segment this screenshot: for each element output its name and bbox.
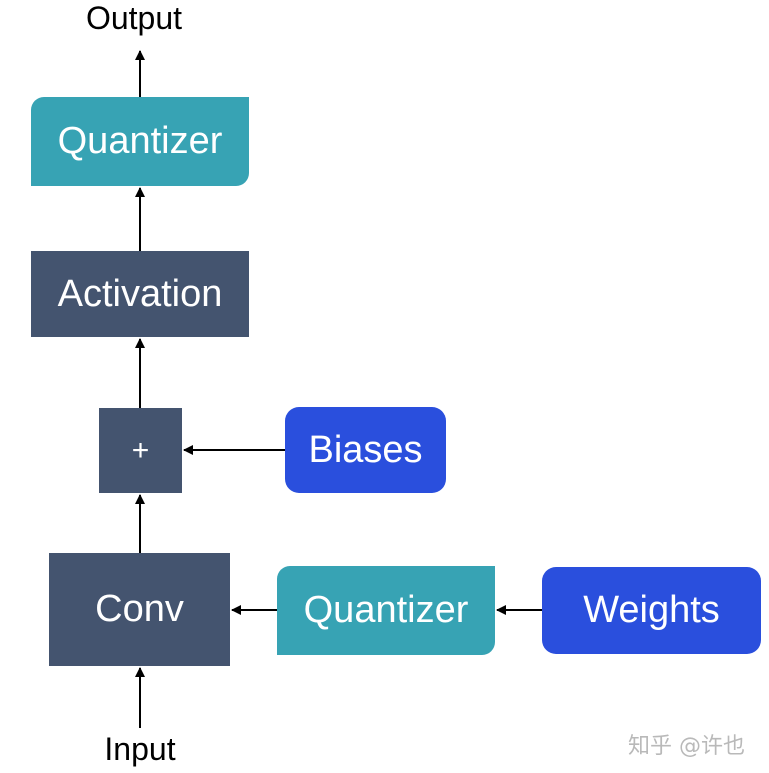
watermark-text: 知乎 @许也 (628, 734, 745, 759)
input-label: Input (104, 731, 176, 767)
weights-quantizer-node: Quantizer (277, 566, 495, 655)
weights-node: Weights (542, 567, 761, 654)
output-label: Output (85, 0, 183, 36)
quantizer-node: Quantizer (31, 97, 249, 186)
conv-node: Conv (49, 553, 230, 666)
add-node: + (99, 408, 182, 493)
activation-node: Activation (31, 251, 249, 337)
biases-node: Biases (285, 407, 446, 493)
